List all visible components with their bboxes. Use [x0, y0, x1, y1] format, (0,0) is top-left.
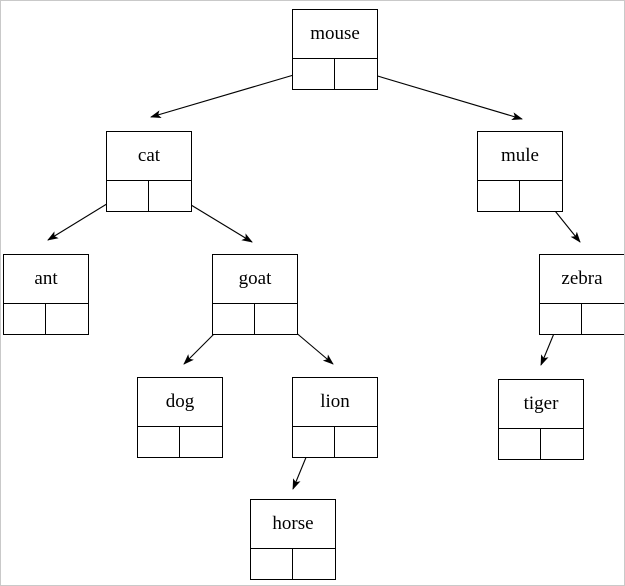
tree-node-pointer-row [540, 304, 624, 334]
left-pointer-cell[interactable] [540, 304, 582, 334]
right-pointer-cell[interactable] [335, 59, 377, 89]
tree-node-label: mouse [293, 10, 377, 59]
tree-node-label: mule [478, 132, 562, 181]
left-pointer-cell[interactable] [293, 427, 335, 457]
tree-edge-mouse-left-to-cat [150, 68, 315, 119]
left-pointer-cell[interactable] [4, 304, 46, 334]
tree-node-lion[interactable]: lion [292, 377, 378, 458]
tree-node-label: zebra [540, 255, 624, 304]
tree-node-label: ant [4, 255, 88, 304]
tree-node-pointer-row [293, 427, 377, 457]
tree-node-label: cat [107, 132, 191, 181]
tree-node-pointer-row [478, 181, 562, 211]
tree-node-label: tiger [499, 380, 583, 429]
tree-node-pointer-row [213, 304, 297, 334]
tree-node-label: dog [138, 378, 222, 427]
tree-node-label: horse [251, 500, 335, 549]
right-pointer-cell[interactable] [255, 304, 297, 334]
right-pointer-cell[interactable] [46, 304, 88, 334]
left-pointer-cell[interactable] [478, 181, 520, 211]
tree-node-label: lion [293, 378, 377, 427]
tree-node-zebra[interactable]: zebra [539, 254, 624, 335]
tree-node-pointer-row [138, 427, 222, 457]
right-pointer-cell[interactable] [335, 427, 377, 457]
tree-node-pointer-row [251, 549, 335, 579]
left-pointer-cell[interactable] [293, 59, 335, 89]
tree-node-pointer-row [499, 429, 583, 459]
tree-node-tiger[interactable]: tiger [498, 379, 584, 460]
tree-node-pointer-row [107, 181, 191, 211]
tree-node-goat[interactable]: goat [212, 254, 298, 335]
left-pointer-cell[interactable] [499, 429, 541, 459]
left-pointer-cell[interactable] [251, 549, 293, 579]
right-pointer-cell[interactable] [149, 181, 191, 211]
left-pointer-cell[interactable] [107, 181, 149, 211]
right-pointer-cell[interactable] [541, 429, 583, 459]
tree-node-horse[interactable]: horse [250, 499, 336, 580]
tree-node-ant[interactable]: ant [3, 254, 89, 335]
tree-node-pointer-row [4, 304, 88, 334]
tree-node-pointer-row [293, 59, 377, 89]
tree-node-mule[interactable]: mule [477, 131, 563, 212]
tree-node-mouse[interactable]: mouse [292, 9, 378, 90]
tree-node-label: goat [213, 255, 297, 304]
right-pointer-cell[interactable] [582, 304, 624, 334]
tree-node-cat[interactable]: cat [106, 131, 192, 212]
left-pointer-cell[interactable] [213, 304, 255, 334]
right-pointer-cell[interactable] [180, 427, 222, 457]
left-pointer-cell[interactable] [138, 427, 180, 457]
tree-node-dog[interactable]: dog [137, 377, 223, 458]
right-pointer-cell[interactable] [293, 549, 335, 579]
right-pointer-cell[interactable] [520, 181, 562, 211]
tree-edge-mouse-right-to-mule [353, 68, 523, 120]
